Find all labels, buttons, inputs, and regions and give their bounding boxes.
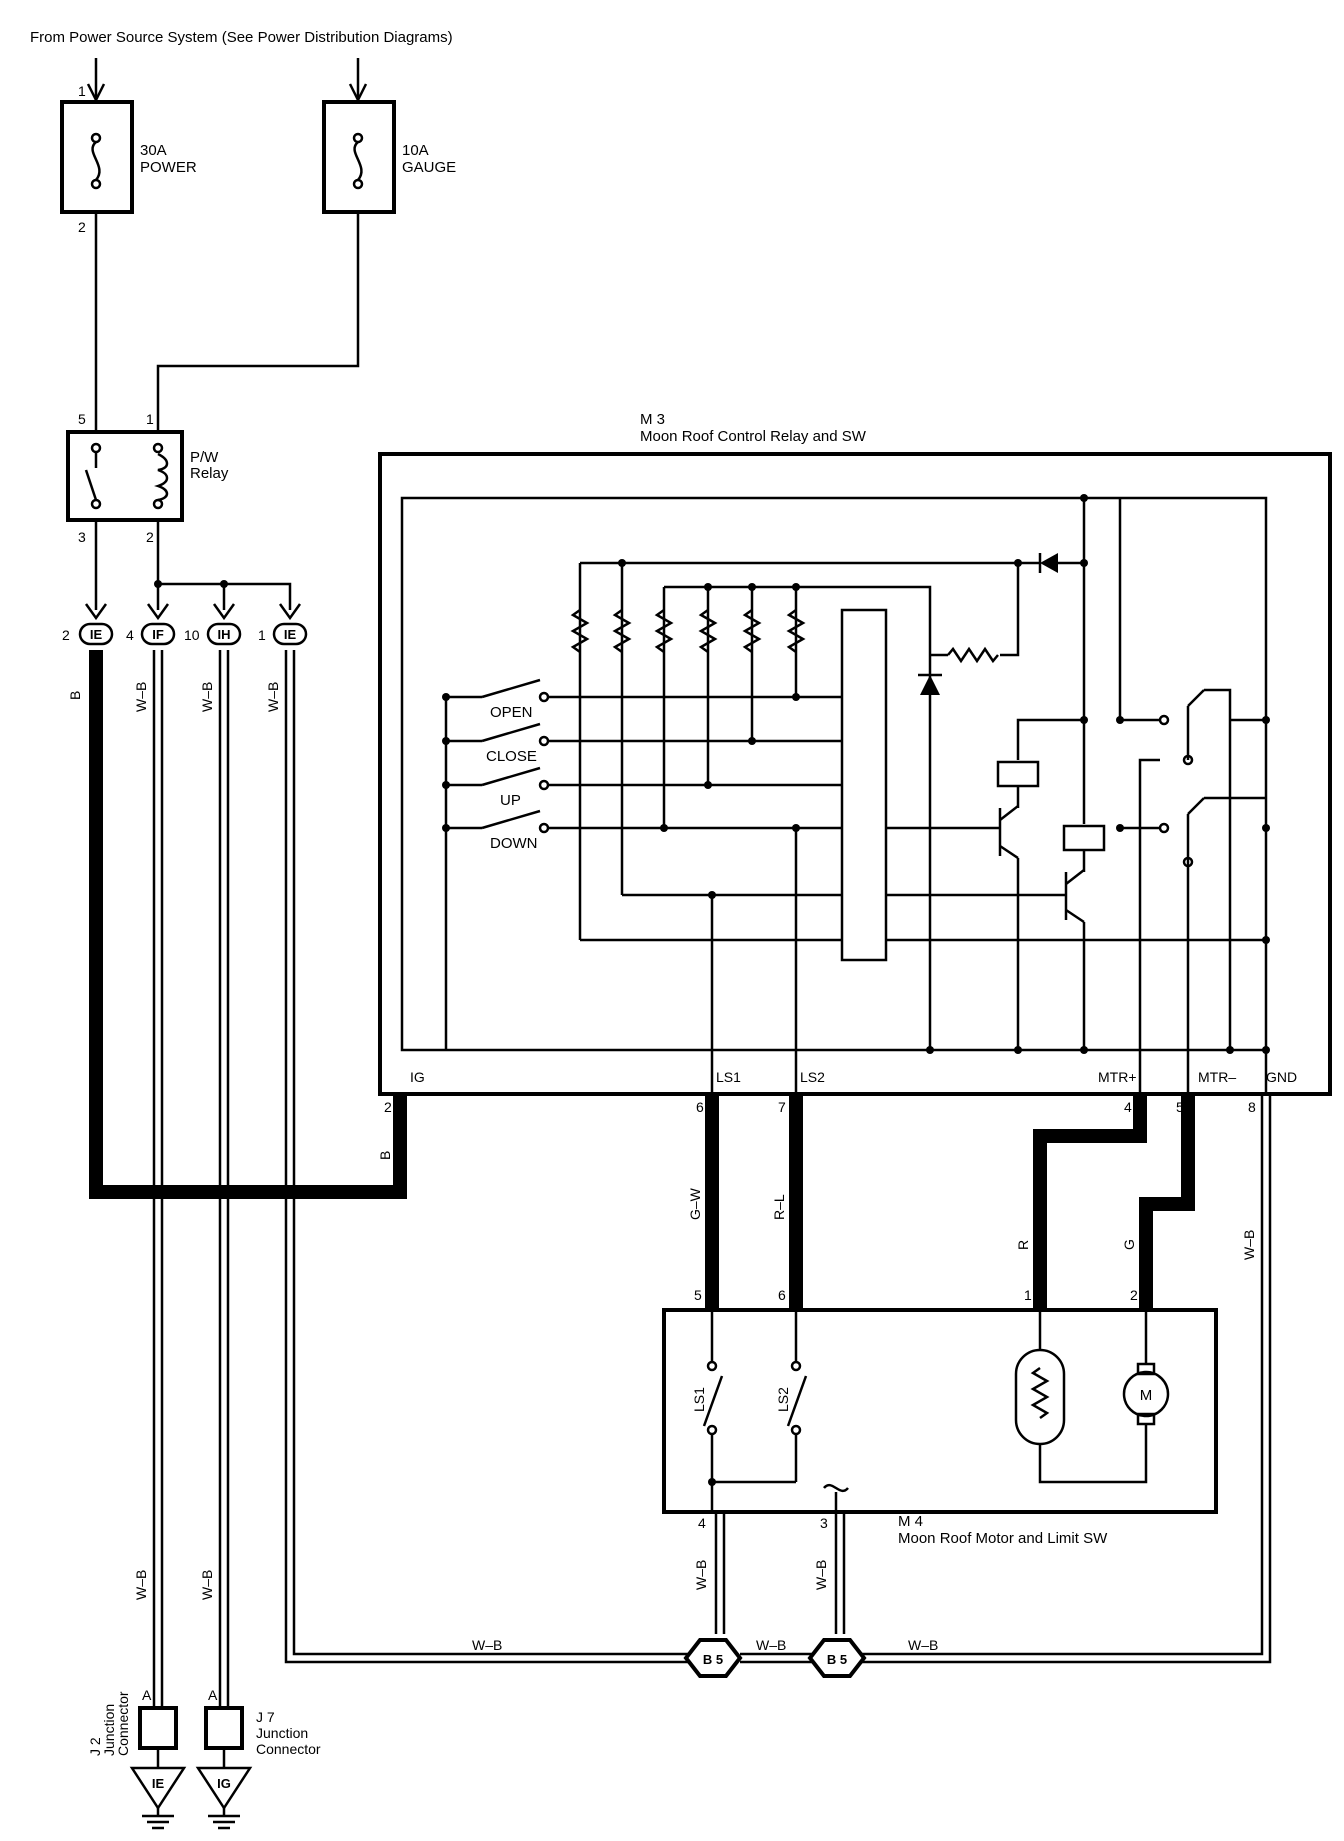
fuse-gauge-name: GAUGE — [402, 159, 456, 176]
connector-pin: 4 — [126, 627, 134, 643]
switch-close-label: CLOSE — [486, 748, 537, 765]
m4-ls1-label: LS1 — [691, 1387, 707, 1412]
switch-down-label: DOWN — [490, 835, 538, 852]
terminal-mtr-plus: MTR+ — [1098, 1069, 1137, 1085]
m4-name: Moon Roof Motor and Limit SW — [898, 1530, 1108, 1547]
terminal-pin-ig: 2 — [384, 1099, 392, 1115]
connector-code: IE — [90, 627, 103, 642]
terminal-pin-mtr-minus: 5 — [1176, 1099, 1184, 1115]
wire-mtr-minus — [1139, 1094, 1195, 1310]
splice-label: B 5 — [703, 1652, 723, 1667]
fuse-power-pin-in: 1 — [78, 83, 86, 99]
m3-name: Moon Roof Control Relay and SW — [640, 428, 867, 445]
wire-j-left-label: W–B — [133, 1570, 149, 1600]
fuse-power-name: POWER — [140, 159, 197, 176]
fuse-power-rating: 30A — [140, 142, 167, 159]
relay-pin-3: 3 — [78, 529, 86, 545]
fuse-gauge-rating: 10A — [402, 142, 429, 159]
m3-control-relay: M 3 Moon Roof Control Relay and SW — [378, 411, 1332, 1115]
m4-pin-6: 6 — [778, 1287, 786, 1303]
fuse-power-pin-out: 2 — [78, 219, 86, 235]
terminal-ig: IG — [410, 1069, 425, 1085]
wire-mtr-plus-label: R — [1015, 1240, 1031, 1250]
junction-code: J 7 — [256, 1709, 275, 1725]
junction-pin: A — [142, 1687, 152, 1703]
wire-mtr-plus — [1033, 1094, 1147, 1310]
relay-pin-1: 1 — [146, 411, 154, 427]
junction-name: Junction — [256, 1725, 308, 1741]
wire-mtr-minus-label: G — [1121, 1239, 1137, 1250]
wire-m4-left-label: W–B — [693, 1560, 709, 1590]
m4-pin-5: 5 — [694, 1287, 702, 1303]
relay-name-2: Relay — [190, 465, 229, 482]
terminal-ls2: LS2 — [800, 1069, 825, 1085]
connector-ie-2: IE 2 B — [62, 603, 114, 700]
relay-pin-2: 2 — [146, 529, 154, 545]
wire-ls2-label: R–L — [771, 1194, 787, 1220]
connector-wire: B — [67, 691, 83, 700]
junction-j2: A IE J 2 Junction Connector — [87, 1687, 187, 1830]
wire-bottom-right-label: W–B — [908, 1637, 938, 1653]
connector-pin: 10 — [184, 627, 200, 643]
connector-wire: W–B — [133, 682, 149, 712]
motor-m-label: M — [1140, 1387, 1153, 1404]
fuse-power: 1 30A POWER 2 — [60, 58, 197, 235]
terminal-pin-ls2: 7 — [778, 1099, 786, 1115]
wire-bottom-mid-label: W–B — [756, 1637, 786, 1653]
m4-code: M 4 — [898, 1513, 923, 1530]
connector-wire: W–B — [265, 682, 281, 712]
junction-code: J 2 — [87, 1737, 103, 1756]
wire-ig-label: B — [377, 1151, 393, 1160]
source-note: From Power Source System (See Power Dist… — [30, 29, 453, 46]
relay-name: P/W — [190, 449, 219, 466]
connector-code: IH — [218, 627, 231, 642]
connector-code: IF — [152, 627, 164, 642]
terminal-pin-ls1: 6 — [696, 1099, 704, 1115]
switch-up-label: UP — [500, 792, 521, 809]
m4-pin-1: 1 — [1024, 1287, 1032, 1303]
terminal-gnd: GND — [1266, 1069, 1297, 1085]
m3-code: M 3 — [640, 411, 665, 428]
terminal-ls1: LS1 — [716, 1069, 741, 1085]
splice-b5-right: B 5 — [807, 1638, 867, 1678]
fuse-gauge: 10A GAUGE — [322, 58, 456, 214]
m4-pin-4: 4 — [698, 1515, 706, 1531]
junction-name: Junction — [101, 1704, 117, 1756]
junction-name-2: Connector — [256, 1741, 321, 1757]
switch-open-label: OPEN — [490, 704, 533, 721]
connector-wire: W–B — [199, 682, 215, 712]
connector-ih-10: IH 10 W–B — [184, 603, 242, 712]
terminal-mtr-minus: MTR– — [1198, 1069, 1236, 1085]
wire-gnd-label: W–B — [1241, 1230, 1257, 1260]
connector-pin: 1 — [258, 627, 266, 643]
wire-ig — [89, 650, 407, 1199]
junction-j7: A IG J 7 Junction Connector — [195, 1687, 321, 1830]
terminal-pin-mtr-plus: 4 — [1124, 1099, 1132, 1115]
connector-pin: 2 — [62, 627, 70, 643]
ground-code: IE — [152, 1776, 165, 1791]
wire-bottom-left-label: W–B — [472, 1637, 502, 1653]
splice-label: B 5 — [827, 1652, 847, 1667]
connector-if-4: IF 4 W–B — [126, 603, 176, 712]
m4-motor: 5 6 1 2 LS1 LS2 M 4 3 M 4 Moon Roof Moto… — [662, 1287, 1218, 1547]
junction-name-2: Connector — [115, 1691, 131, 1756]
pw-relay: 5 1 P/W Relay 3 2 — [66, 411, 229, 545]
wire-j-right-label: W–B — [199, 1570, 215, 1600]
m4-pin-3: 3 — [820, 1515, 828, 1531]
wire-ls1-label: G–W — [687, 1187, 703, 1220]
terminal-pin-gnd: 8 — [1248, 1099, 1256, 1115]
relay-pin-5: 5 — [78, 411, 86, 427]
connector-ie-1: IE 1 W–B — [258, 603, 308, 712]
splice-b5-left: B 5 — [683, 1638, 743, 1678]
connector-code: IE — [284, 627, 297, 642]
m4-pin-2: 2 — [1130, 1287, 1138, 1303]
ground-wires — [152, 650, 1272, 1708]
ground-code: IG — [217, 1776, 231, 1791]
junction-pin: A — [208, 1687, 218, 1703]
m4-ls2-label: LS2 — [775, 1387, 791, 1412]
wire-m4-right-label: W–B — [813, 1560, 829, 1590]
